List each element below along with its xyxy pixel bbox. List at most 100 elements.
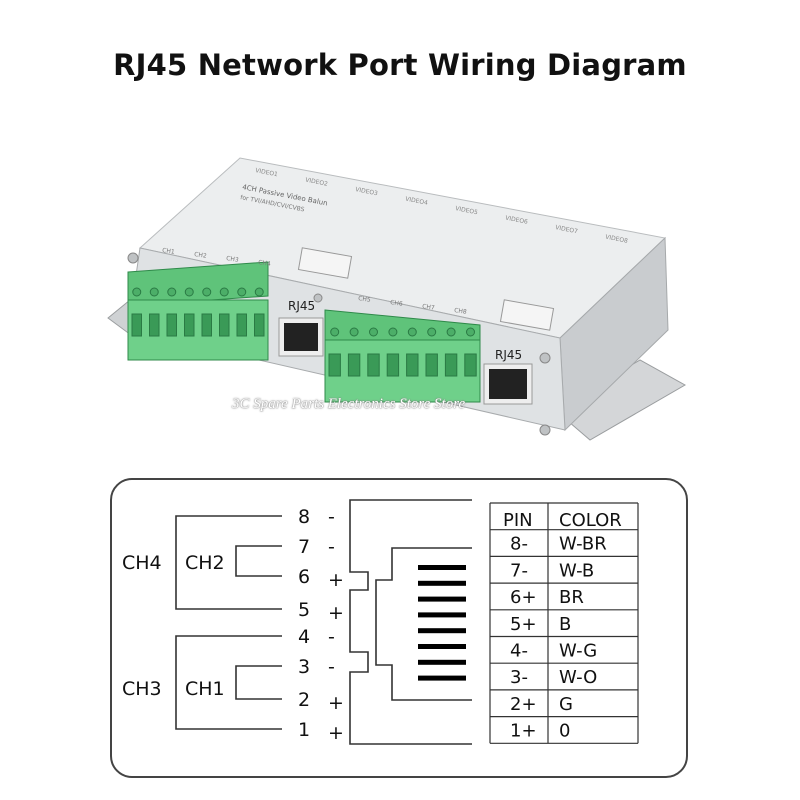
video-label: VIDEO2 [305, 177, 329, 188]
table-cell-pin: 5+ [510, 614, 537, 635]
terminal-slot [367, 353, 380, 377]
terminal-channel-label: CH2 [194, 251, 208, 260]
terminal-screw [427, 327, 437, 337]
pin-number: 1 [298, 719, 310, 741]
terminal-slot [328, 353, 341, 377]
wiring-diagram-frame [110, 478, 688, 778]
ch3-label: CH3 [122, 678, 162, 700]
video-balun-device: 4CH Passive Video Balun for TVI/AHD/CVI/… [107, 157, 687, 441]
table-cell-color: G [559, 694, 573, 715]
terminal-screw [388, 327, 398, 337]
pin-number: 6 [298, 566, 310, 588]
terminal-channel-label: CH8 [454, 307, 468, 316]
terminal-screw [349, 327, 359, 337]
pin-polarity: + [328, 692, 344, 714]
terminal-channel-label: CH6 [390, 299, 404, 308]
terminal-screw [237, 287, 247, 297]
table-cell-color: W-G [559, 641, 597, 662]
terminal-slot [386, 353, 400, 377]
terminal-screw [167, 287, 177, 297]
terminal-slot [201, 313, 212, 337]
video-label: VIDEO7 [555, 224, 579, 235]
terminal-channel-label: CH4 [258, 259, 272, 268]
contact-bar [418, 565, 466, 570]
table-cell-pin: 6+ [510, 587, 537, 608]
video-label: VIDEO6 [505, 215, 529, 226]
table-header-pin: PIN [503, 510, 533, 531]
terminal-screw [219, 287, 229, 297]
terminal-screw [446, 327, 456, 337]
table-cell-color: 0 [559, 721, 570, 742]
terminal-slot [184, 313, 195, 337]
terminal-slot [166, 313, 177, 337]
terminal-slot [464, 353, 477, 377]
terminal-channel-label: CH3 [226, 255, 240, 264]
terminal-channel-label: CH5 [358, 295, 372, 304]
contact-bar [418, 675, 466, 681]
terminal-slot [444, 353, 458, 377]
rj45-right-label: RJ45 [495, 348, 522, 362]
terminal-slot [219, 313, 230, 337]
table-cell-color: W-BR [559, 534, 607, 555]
page-title: RJ45 Network Port Wiring Diagram [113, 48, 687, 82]
table-cell-pin: 4- [510, 641, 528, 662]
watermark: 3C Spare Parts Electronics Store Store [232, 396, 466, 412]
table-cell-pin: 8- [510, 534, 528, 555]
terminal-slot [254, 313, 265, 337]
ch1-label: CH1 [185, 678, 225, 700]
terminal-screw [149, 287, 159, 297]
terminal-screw [369, 327, 378, 337]
pin-polarity: - [328, 626, 335, 648]
pin-number: 8 [298, 506, 310, 528]
rj45-left-label: RJ45 [288, 299, 315, 313]
contact-bar [418, 659, 466, 665]
video-label: VIDEO3 [355, 186, 379, 197]
table-cell-color: W-O [559, 667, 597, 688]
pin-number: 3 [298, 656, 310, 678]
terminal-channel-label: CH1 [162, 247, 176, 256]
pin-polarity: + [328, 569, 344, 591]
pin-polarity: - [328, 536, 335, 558]
pin-polarity: - [328, 506, 335, 528]
contact-bar [418, 644, 466, 649]
table-cell-pin: 1+ [510, 721, 537, 742]
video-label: VIDEO8 [605, 234, 629, 245]
ch2-label: CH2 [185, 552, 225, 574]
terminal-screw [466, 327, 475, 337]
pin-polarity: + [328, 722, 344, 744]
ch4-label: CH4 [122, 552, 162, 574]
terminal-screw [184, 287, 194, 297]
pin-number: 4 [298, 626, 310, 648]
contact-bar [418, 628, 466, 634]
pin-polarity: + [328, 602, 344, 624]
rj45-port-right[interactable]: RJ45 [483, 348, 533, 405]
terminal-screw [407, 327, 417, 337]
table-cell-color: W-B [559, 560, 594, 581]
terminal-screw [132, 287, 142, 297]
video-label: VIDEO1 [255, 167, 279, 178]
terminal-slot [131, 313, 142, 337]
terminal-block-right: CH5 CH6 CH7 CH8 [324, 295, 481, 403]
table-cell-color: B [559, 614, 571, 635]
terminal-channel-label: CH7 [422, 303, 436, 312]
table-cell-pin: 2+ [510, 694, 537, 715]
table-cell-color: BR [559, 587, 584, 608]
terminal-screw [330, 327, 340, 337]
contact-bar [418, 612, 466, 618]
rj45-contacts [418, 565, 466, 681]
table-header-color: COLOR [559, 510, 622, 531]
terminal-slot [236, 313, 247, 337]
pin-color-table: PIN COLOR 8-W-BR7-W-B6+BR5+B4-W-G3-W-O2+… [489, 502, 639, 744]
contact-bar [418, 580, 466, 586]
contact-bar [418, 596, 466, 602]
table-cell-pin: 7- [510, 560, 528, 581]
pin-number: 5 [298, 599, 310, 621]
terminal-screw [202, 287, 212, 297]
pin-number: 2 [298, 689, 310, 711]
terminal-slot [347, 353, 361, 377]
rj45-port-left[interactable]: RJ45 [278, 299, 324, 357]
video-label: VIDEO5 [455, 205, 479, 216]
terminal-screw [254, 287, 264, 297]
terminal-block-left: CH1 CH2 CH3 CH4 [127, 247, 272, 361]
